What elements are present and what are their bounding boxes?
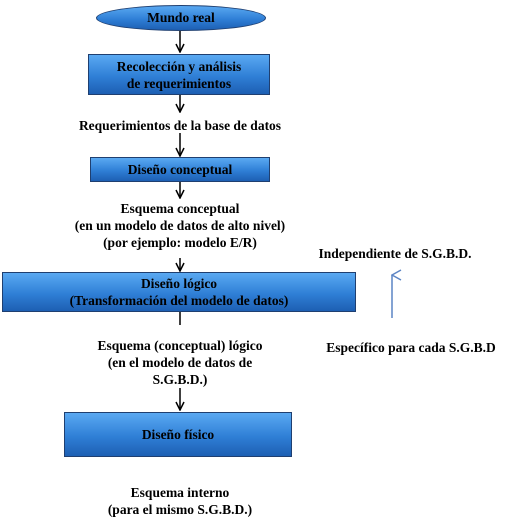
label-esquema-conceptual-line1: Esquema conceptual (120, 201, 240, 216)
node-diseno-fisico-label: Diseño físico (141, 427, 215, 442)
label-esquema-conceptual: Esquema conceptual (en un modelo de dato… (30, 200, 330, 251)
node-recoleccion-line1: Recolección y análisis (116, 58, 242, 74)
label-especifico: Específico para cada S.G.B.D (326, 340, 496, 355)
label-esquema-conceptual-line2: (en un modelo de datos de alto nivel) (74, 218, 286, 233)
node-diseno-logico-line2: (Transformación del modelo de datos) (69, 293, 289, 308)
node-recoleccion: Recolección y análisis de requerimientos (88, 54, 270, 95)
node-diseno-conceptual: Diseño conceptual (90, 157, 270, 182)
label-esquema-logico-line3: S.G.B.D.) (152, 372, 208, 387)
label-esquema-interno-line2: (para el mismo S.G.B.D.) (107, 502, 253, 517)
node-diseno-conceptual-label: Diseño conceptual (127, 162, 233, 177)
label-esquema-interno: Esquema interno (para el mismo S.G.B.D.) (40, 484, 320, 518)
node-mundo-real-label: Mundo real (147, 10, 215, 25)
node-mundo-real: Mundo real (96, 5, 266, 31)
node-diseno-logico-line1: Diseño lógico (140, 276, 218, 291)
label-esquema-logico-line2: (en el modelo de datos de (107, 355, 253, 370)
node-recoleccion-line2: de requerimientos (126, 75, 232, 91)
node-diseno-logico: Diseño lógico (Transformación del modelo… (2, 272, 356, 312)
label-independiente: Independiente de S.G.B.D. (318, 246, 472, 261)
label-esquema-logico: Esquema (conceptual) lógico (en el model… (50, 337, 310, 388)
node-diseno-fisico: Diseño físico (64, 412, 292, 457)
label-esquema-interno-line1: Esquema interno (130, 485, 230, 500)
label-requerimientos: Requerimientos de la base de datos (78, 118, 282, 133)
label-esquema-conceptual-line3: (por ejemplo: modelo E/R) (103, 235, 257, 250)
label-esquema-logico-line1: Esquema (conceptual) lógico (97, 338, 263, 353)
